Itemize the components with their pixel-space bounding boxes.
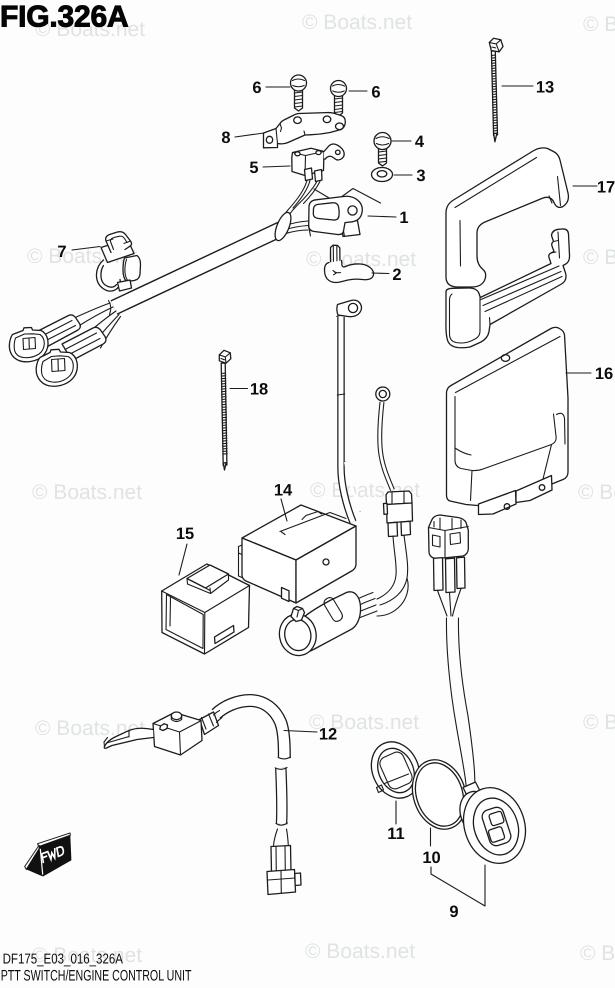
svg-text:4: 4 xyxy=(415,133,425,151)
svg-text:8: 8 xyxy=(221,129,230,147)
svg-text:PTT SWITCH/ENGINE CONTROL UNIT: PTT SWITCH/ENGINE CONTROL UNIT xyxy=(1,968,192,985)
svg-text:FIG.326A: FIG.326A xyxy=(0,0,128,33)
svg-text:1: 1 xyxy=(399,209,408,227)
svg-text:11: 11 xyxy=(387,825,404,843)
svg-text:15: 15 xyxy=(176,525,194,543)
svg-text:© Boats.net: © Boats.net xyxy=(583,246,615,269)
svg-text:2: 2 xyxy=(392,266,401,284)
svg-text:© Boats.net: © Boats.net xyxy=(35,18,145,41)
svg-text:18: 18 xyxy=(250,381,268,399)
svg-text:7: 7 xyxy=(57,243,66,261)
svg-text:© Boats.net: © Boats.net xyxy=(35,717,145,740)
svg-text:© Boats.net: © Boats.net xyxy=(32,481,142,504)
svg-text:14: 14 xyxy=(274,482,293,500)
svg-text:5: 5 xyxy=(249,159,258,177)
svg-text:© Boats.net: © Boats.net xyxy=(302,11,412,34)
svg-text:© Boats.net: © Boats.net xyxy=(305,940,415,963)
svg-text:6: 6 xyxy=(371,84,380,102)
svg-text:© Boats.net: © Boats.net xyxy=(583,711,615,734)
svg-text:9: 9 xyxy=(449,903,458,921)
svg-text:© Boats.net: © Boats.net xyxy=(578,481,615,504)
svg-text:12: 12 xyxy=(319,726,337,744)
svg-text:10: 10 xyxy=(422,849,440,867)
svg-text:6: 6 xyxy=(252,79,261,97)
svg-text:DF175_E03_016_326A: DF175_E03_016_326A xyxy=(3,952,124,968)
svg-text:16: 16 xyxy=(595,365,613,383)
svg-text:© Boats.net: © Boats.net xyxy=(32,944,142,967)
svg-text:13: 13 xyxy=(536,79,554,97)
svg-text:© Boats.net: © Boats.net xyxy=(309,711,419,734)
svg-text:© Boats.net: © Boats.net xyxy=(580,942,615,965)
svg-text:© Boats.net: © Boats.net xyxy=(583,13,615,36)
svg-text:3: 3 xyxy=(416,167,425,185)
svg-text:17: 17 xyxy=(597,179,615,197)
